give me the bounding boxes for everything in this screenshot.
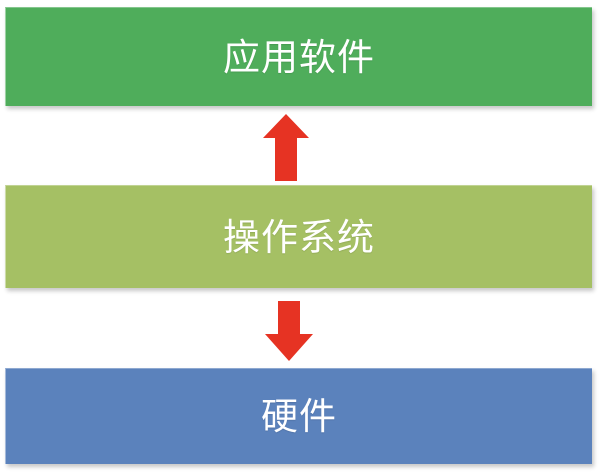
arrow-down-icon — [265, 301, 313, 361]
arrow-up-icon — [263, 114, 309, 181]
layer-label-operating-system: 操作系统 — [223, 215, 375, 259]
layer-label-hardware: 硬件 — [261, 395, 337, 438]
arrow-up-shape — [263, 114, 309, 181]
layer-block-application[interactable]: 应用软件 — [5, 7, 592, 106]
layer-label-application: 应用软件 — [223, 35, 375, 79]
layer-block-operating-system[interactable]: 操作系统 — [5, 185, 592, 288]
arrow-down-shape — [265, 301, 313, 361]
layer-block-hardware[interactable]: 硬件 — [5, 368, 592, 464]
